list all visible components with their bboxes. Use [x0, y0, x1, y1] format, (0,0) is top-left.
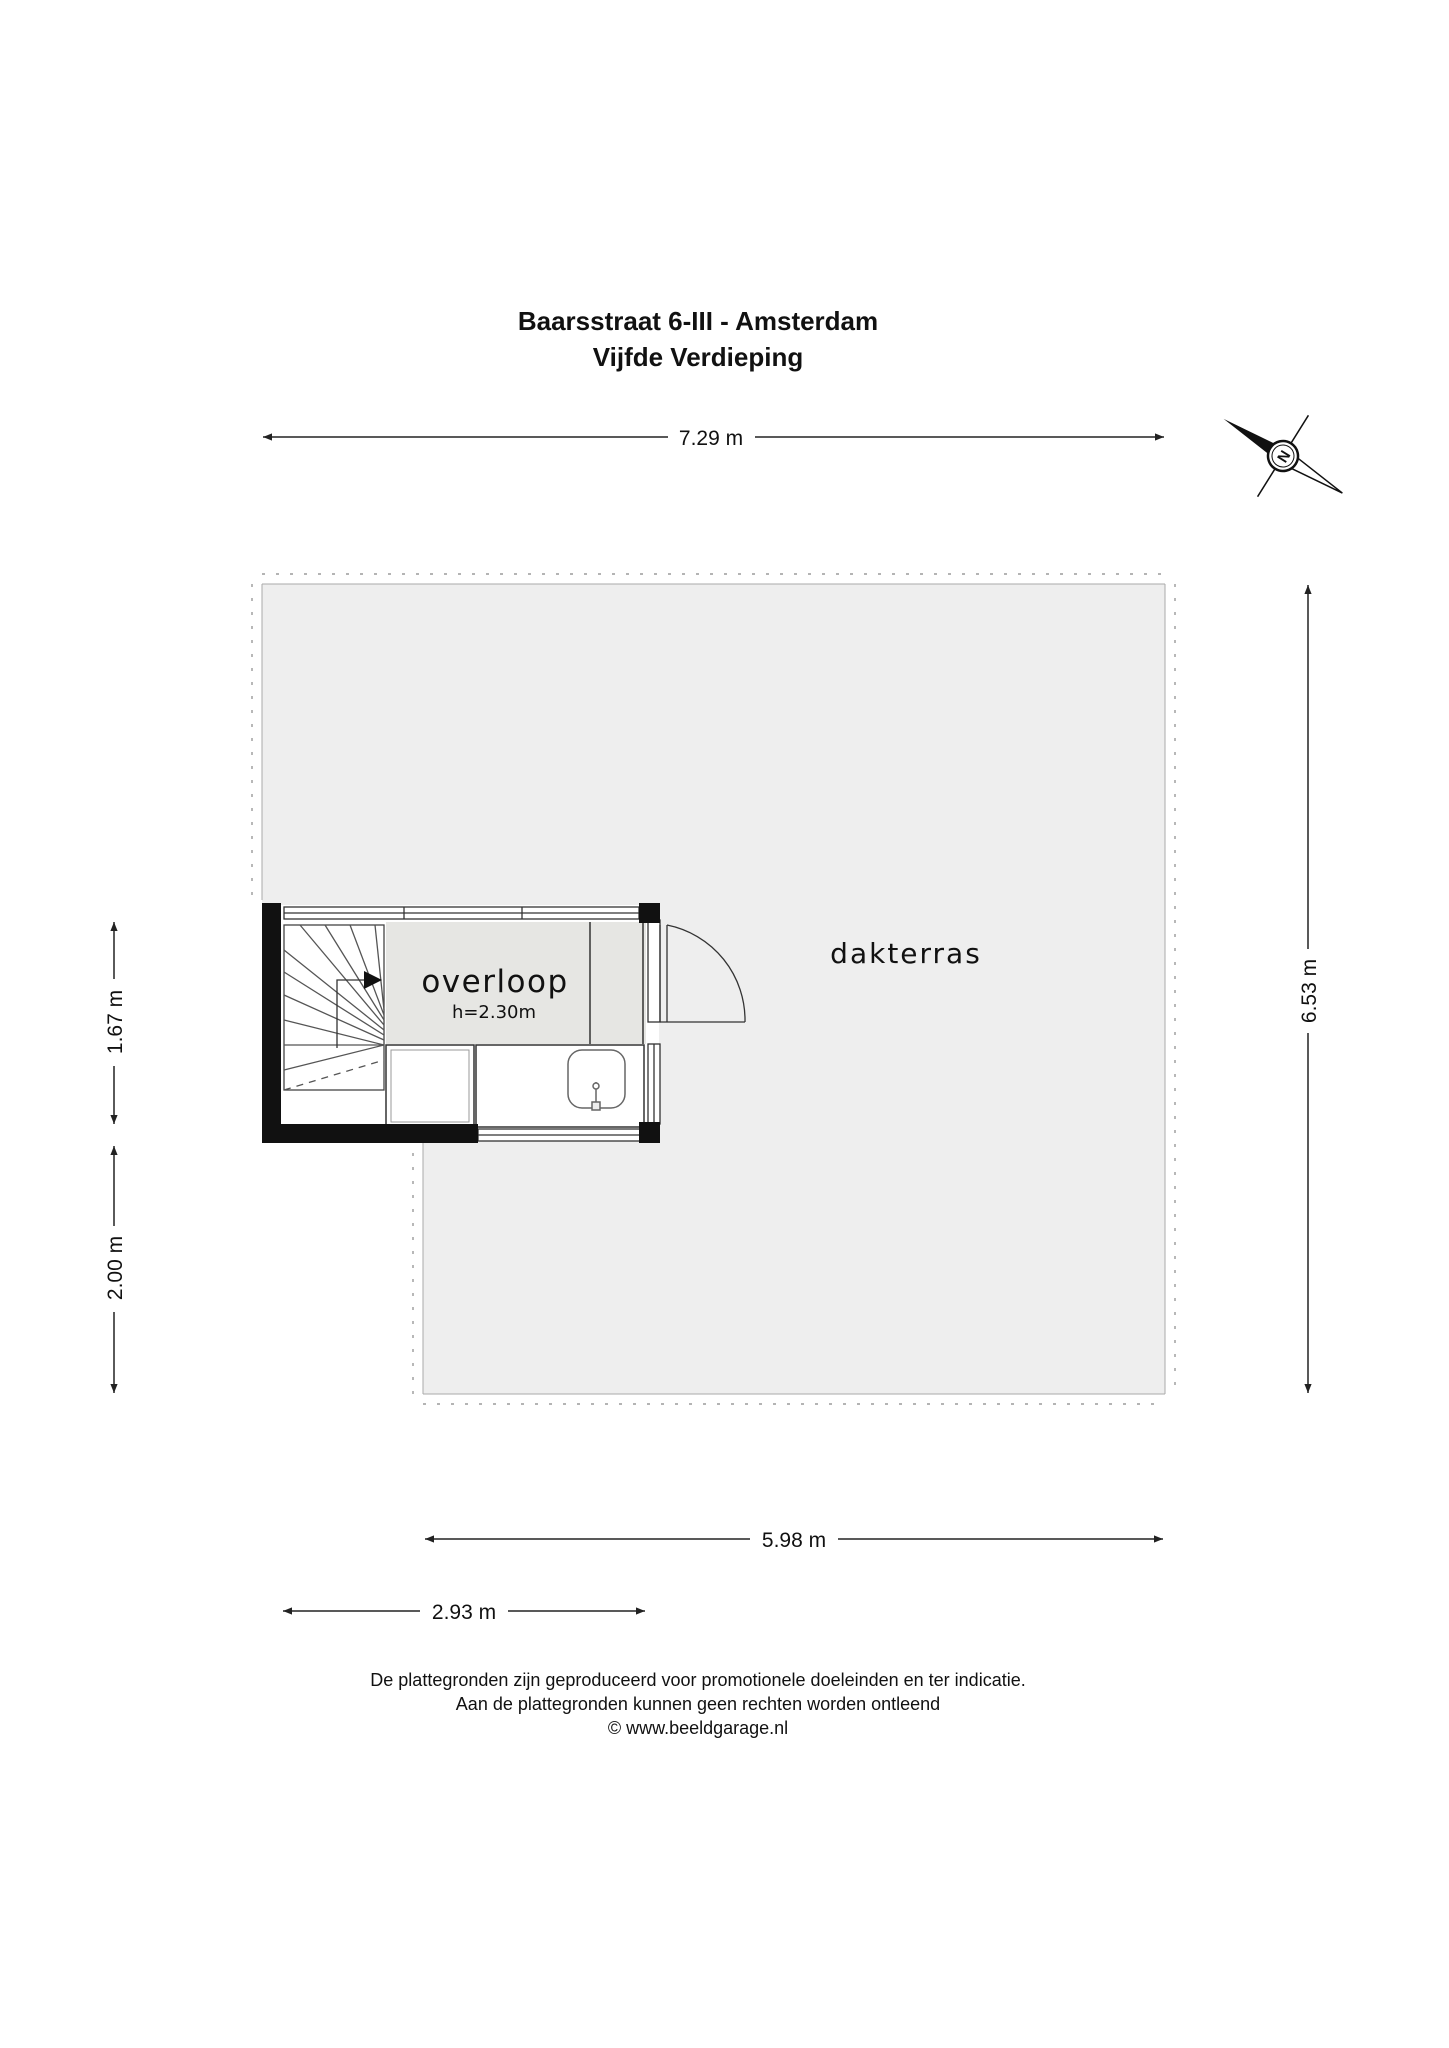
floor-title: Vijfde Verdieping	[593, 342, 803, 372]
dimension-right-height-label: 6.53 m	[1298, 959, 1321, 1023]
landing-floor	[386, 922, 646, 1044]
terrace-floor	[262, 584, 1165, 1394]
dimension-left-upper: 1.67 m	[104, 922, 127, 1124]
terrace-door	[659, 924, 746, 1023]
dimension-bottom-wide-label: 5.98 m	[762, 1529, 826, 1552]
dimension-left-lower: 2.00 m	[104, 1146, 127, 1393]
cupboard-left	[385, 1044, 475, 1128]
boiler-icon	[567, 1049, 626, 1111]
terrace-railing	[251, 573, 1176, 1405]
dimension-bottom-wide: 5.98 m	[425, 1529, 1163, 1552]
stair-room	[262, 903, 746, 1143]
window-bottom	[477, 1128, 641, 1142]
stair-direction-arrow	[364, 971, 382, 989]
compass-icon	[1223, 414, 1343, 498]
glass-wall-right	[647, 919, 661, 1125]
window-top	[283, 906, 640, 920]
disclaimer-line-2: Aan de plattegronden kunnen geen rechten…	[456, 1694, 940, 1714]
dimension-left-upper-label: 1.67 m	[104, 990, 127, 1054]
staircase	[283, 924, 385, 1091]
dimension-bottom-narrow-label: 2.93 m	[432, 1601, 496, 1624]
dimension-bottom-narrow: 2.93 m	[283, 1601, 645, 1624]
room-label-dakterras: dakterras	[830, 937, 982, 970]
dimension-top-width-label: 7.29 m	[679, 427, 743, 450]
plan-title: Baarsstraat 6-III - Amsterdam	[518, 306, 878, 336]
wall	[262, 903, 660, 1143]
dimension-right-height: 6.53 m	[1298, 585, 1321, 1393]
disclaimer-line-1: De plattegronden zijn geproduceerd voor …	[370, 1670, 1025, 1690]
room-label-overloop: overloop	[421, 964, 568, 1000]
room-height-overloop: h=2.30m	[452, 1002, 536, 1023]
copyright-line: © www.beeldgarage.nl	[608, 1718, 788, 1738]
dimension-top-width: 7.29 m	[263, 427, 1164, 450]
dimension-left-lower-label: 2.00 m	[104, 1236, 127, 1300]
